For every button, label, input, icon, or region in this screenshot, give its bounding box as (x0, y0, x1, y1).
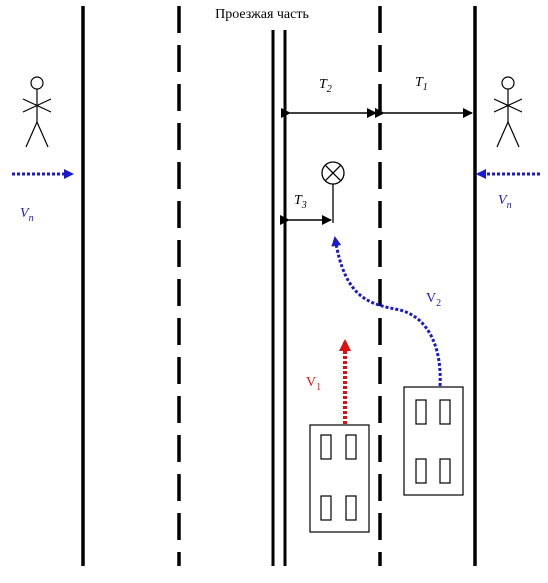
stick-figure-icon-left (22, 76, 52, 148)
crossed-circle-lamp-icon (321, 161, 345, 223)
car-topview-icon-2 (403, 386, 464, 496)
stick-figure-icon-right (493, 76, 523, 148)
label-t3: T3 (294, 193, 307, 211)
label-t1: T1 (415, 75, 428, 93)
car-topview-icon-1 (309, 424, 370, 533)
label-v2: V2 (426, 291, 441, 309)
label-t2: T2 (319, 77, 332, 95)
road-title: Проезжая часть (215, 7, 309, 22)
label-v1: V1 (306, 375, 321, 393)
vehicle-2-trajectory-arrow (331, 236, 442, 387)
label-vp-left: Vп (20, 206, 34, 224)
label-vp-right: Vп (498, 193, 512, 211)
